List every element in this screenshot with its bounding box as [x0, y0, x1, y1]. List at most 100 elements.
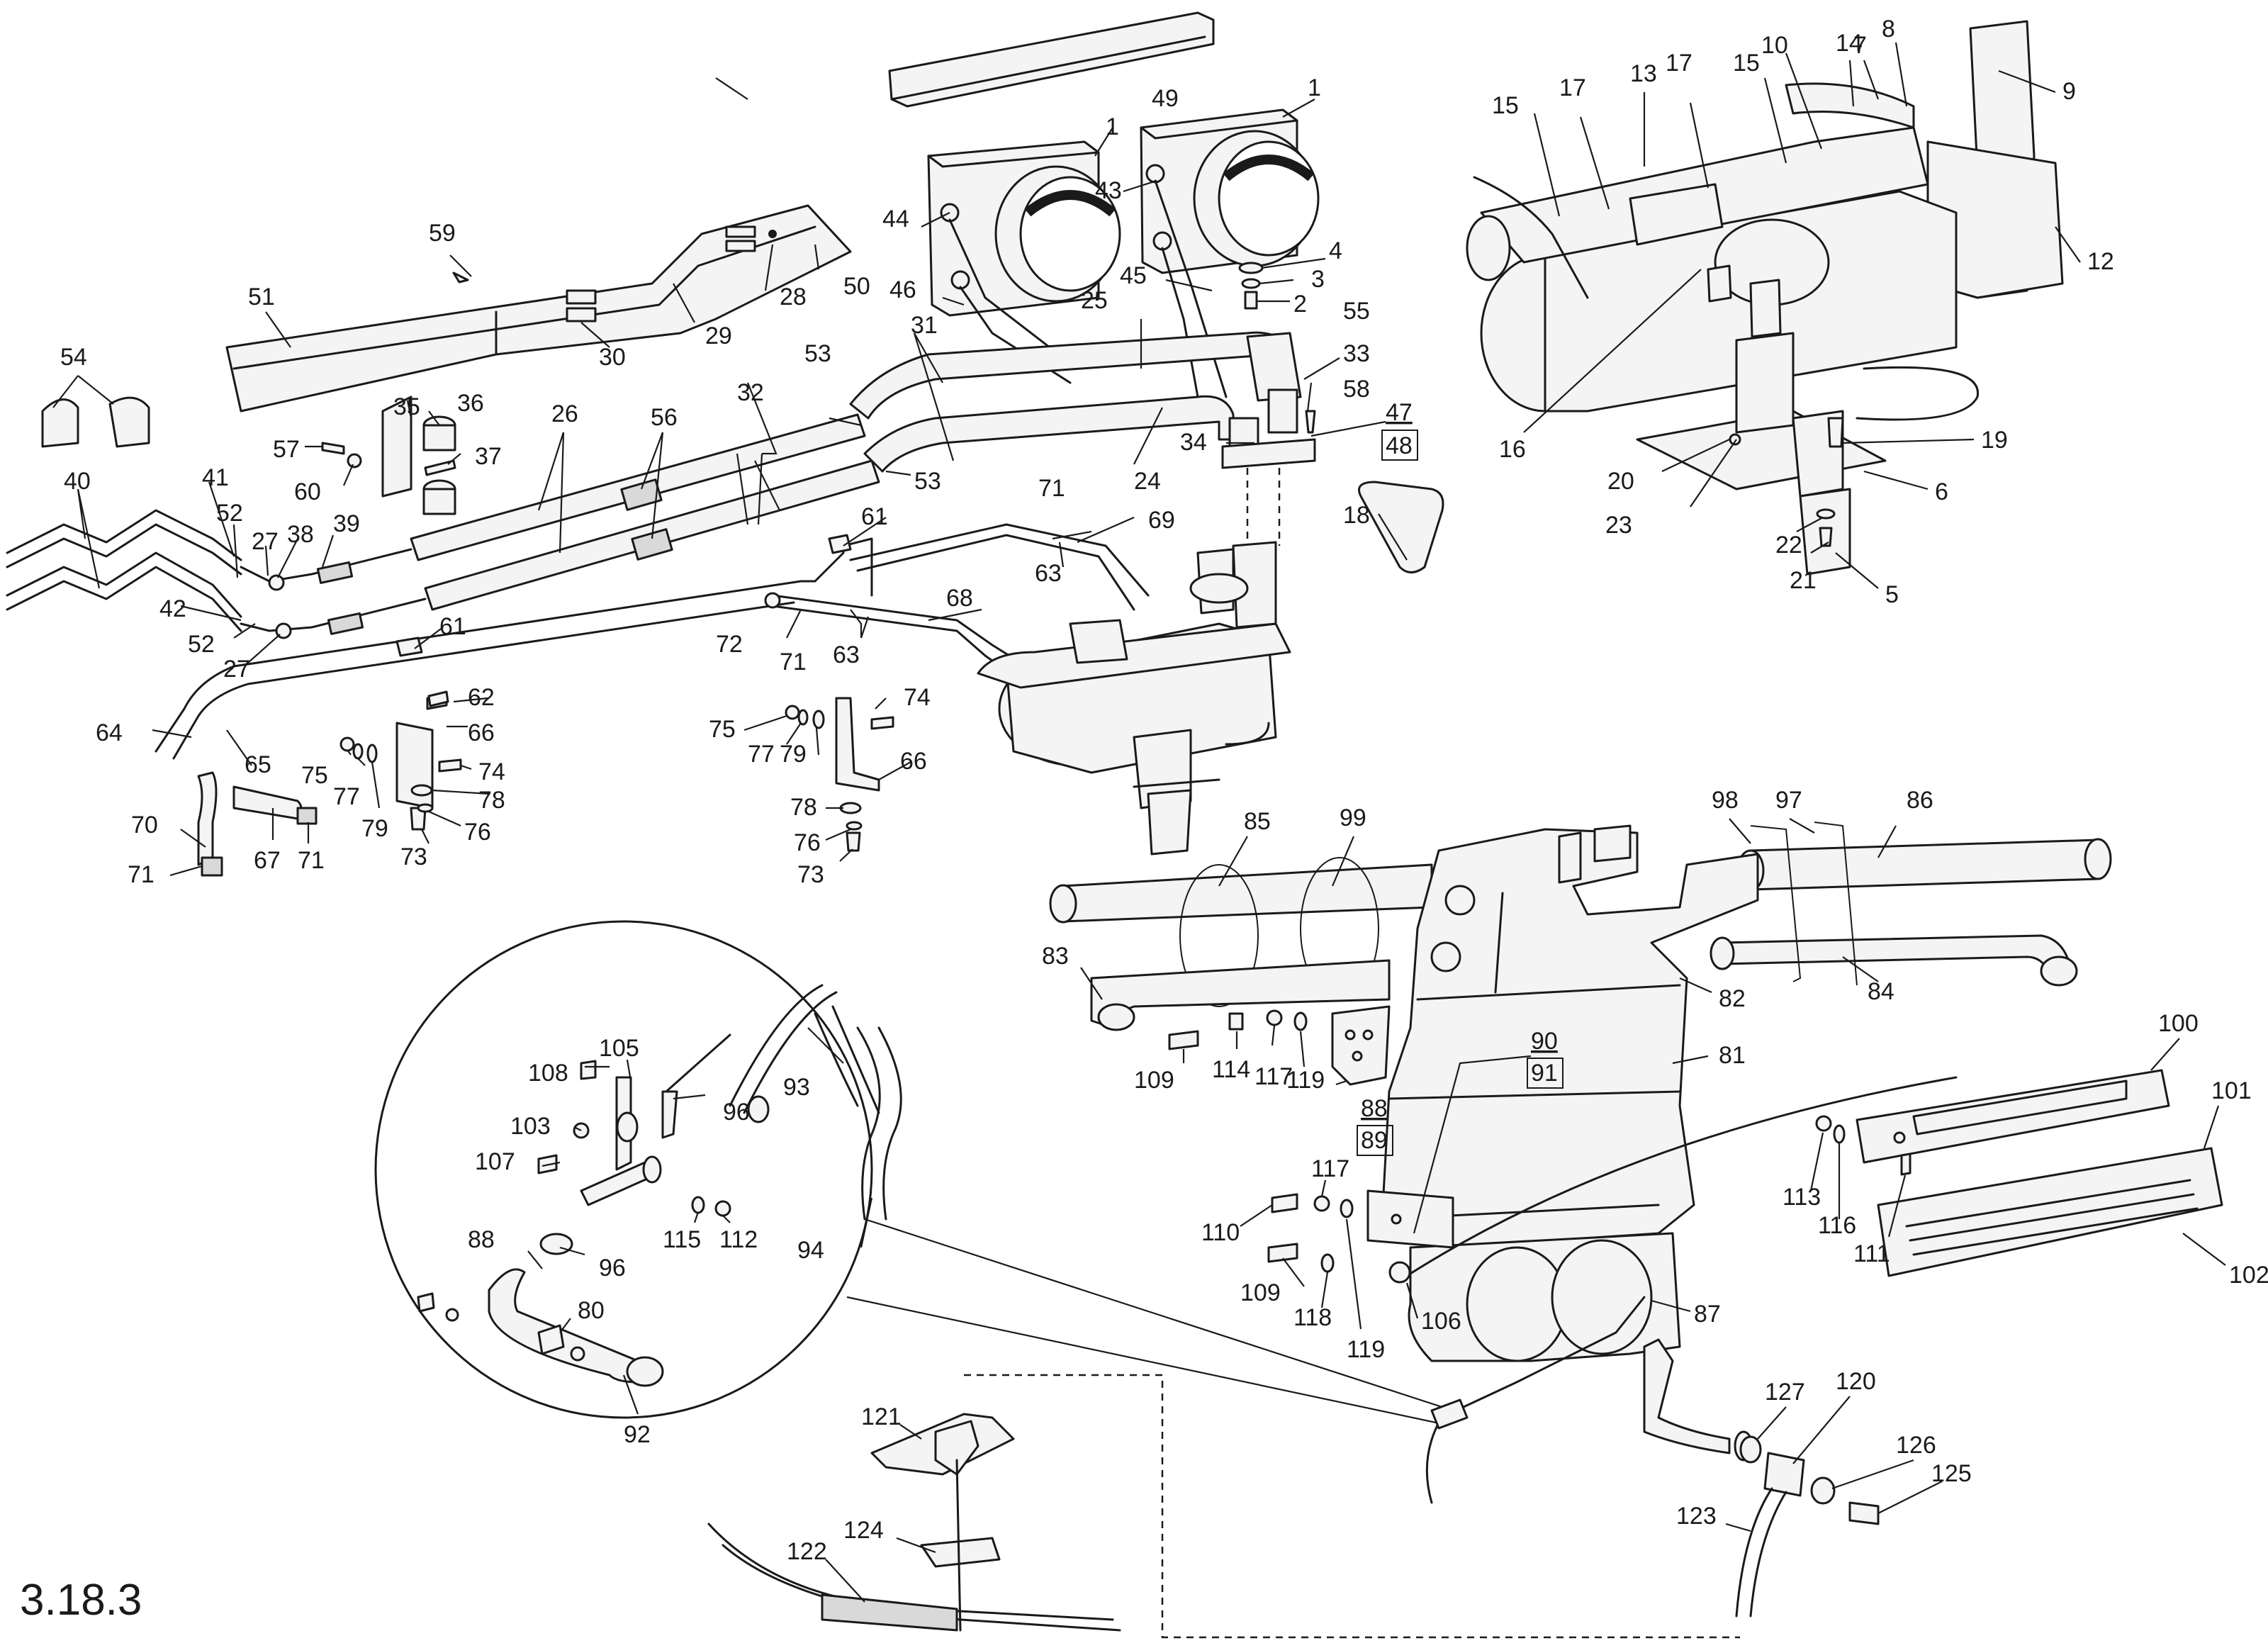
callout-7: 7 [1853, 32, 1867, 59]
callout-116: 116 [1818, 1212, 1856, 1239]
callout-71: 71 [780, 649, 807, 675]
callout-122: 122 [787, 1538, 827, 1565]
callout-48-box [1381, 430, 1418, 461]
callout-4: 4 [1329, 237, 1342, 264]
callout-88: 88 [1361, 1095, 1388, 1122]
callout-19: 19 [1981, 427, 2008, 454]
duct-assembly-right [1049, 822, 2223, 1617]
callout-51: 51 [248, 284, 275, 310]
callout-115: 115 [663, 1226, 701, 1253]
callout-91: 91 [1531, 1060, 1558, 1087]
callout-71: 71 [128, 861, 155, 888]
callout-68: 68 [946, 585, 973, 612]
callout-22: 22 [1775, 532, 1802, 559]
callout-27: 27 [252, 528, 279, 555]
callout-57: 57 [273, 436, 300, 463]
callout-97: 97 [1775, 787, 1802, 814]
callout-127: 127 [1765, 1379, 1805, 1406]
callout-49: 49 [1152, 85, 1179, 112]
callout-96: 96 [723, 1099, 750, 1126]
callout-10: 10 [1761, 32, 1788, 59]
callout-117: 117 [1311, 1155, 1349, 1182]
callout-121: 121 [861, 1403, 902, 1430]
callout-64: 64 [96, 719, 123, 746]
callout-100: 100 [2158, 1010, 2199, 1037]
callout-43: 43 [1095, 177, 1122, 204]
callout-126: 126 [1896, 1432, 1936, 1459]
callout-111: 111 [1853, 1240, 1890, 1267]
callout-45: 45 [1120, 262, 1147, 289]
callout-55: 55 [1343, 298, 1370, 325]
callout-63: 63 [1035, 560, 1062, 587]
callout-17: 17 [1666, 50, 1692, 77]
callout-62: 62 [468, 684, 495, 711]
callout-102: 102 [2229, 1262, 2268, 1289]
callout-78: 78 [790, 794, 817, 821]
callout-75: 75 [709, 716, 736, 743]
callout-109: 109 [1240, 1279, 1281, 1306]
callout-71: 71 [298, 847, 325, 874]
callout-84: 84 [1868, 978, 1894, 1005]
callout-117: 117 [1254, 1063, 1293, 1090]
callout-106: 106 [1421, 1308, 1461, 1335]
callout-120: 120 [1836, 1368, 1876, 1395]
callout-20: 20 [1607, 468, 1634, 495]
callout-75: 75 [301, 762, 328, 789]
callout-27: 27 [223, 656, 250, 683]
callout-80: 80 [578, 1297, 605, 1324]
callout-81: 81 [1719, 1042, 1746, 1069]
callout-33: 33 [1343, 340, 1370, 367]
callout-77: 77 [333, 783, 360, 810]
callout-119: 119 [1286, 1067, 1325, 1094]
callout-109: 109 [1134, 1067, 1174, 1094]
callout-15: 15 [1492, 92, 1519, 119]
figure-number: 3.18.3 [20, 1576, 142, 1625]
callout-85: 85 [1244, 808, 1271, 835]
callout-23: 23 [1605, 512, 1632, 539]
callout-74: 74 [478, 758, 505, 785]
callout-88: 88 [468, 1226, 495, 1253]
callout-63: 63 [833, 641, 860, 668]
callout-92: 92 [624, 1421, 651, 1448]
hose-runs [6, 396, 1150, 877]
callout-107: 107 [475, 1148, 515, 1175]
heater-unit-center [977, 541, 1291, 856]
heater-unit-right [1358, 20, 2064, 576]
callout-16: 16 [1499, 436, 1526, 463]
callout-96: 96 [599, 1255, 626, 1282]
callout-13: 13 [1630, 60, 1657, 87]
callout-47: 47 [1386, 399, 1413, 426]
callout-89: 89 [1361, 1127, 1388, 1154]
callout-8: 8 [1882, 16, 1895, 43]
callout-91-box [1527, 1058, 1564, 1089]
callout-112: 112 [719, 1226, 758, 1253]
callout-86: 86 [1907, 787, 1933, 814]
callout-31: 31 [911, 312, 938, 339]
callout-61: 61 [439, 613, 466, 640]
callout-114: 114 [1212, 1056, 1250, 1083]
callout-66: 66 [468, 719, 495, 746]
callout-6: 6 [1935, 478, 1948, 505]
callout-103: 103 [510, 1113, 551, 1140]
callout-29: 29 [705, 323, 732, 349]
callout-1: 1 [1106, 113, 1119, 140]
callout-125: 125 [1931, 1460, 1972, 1487]
callout-72: 72 [716, 631, 743, 658]
callout-37: 37 [475, 443, 502, 470]
callout-50: 50 [843, 273, 870, 300]
callout-40: 40 [64, 468, 91, 495]
callout-21: 21 [1790, 567, 1817, 594]
callout-44: 44 [882, 206, 909, 232]
callout-70: 70 [131, 812, 158, 839]
callout-99: 99 [1340, 804, 1366, 831]
callout-46: 46 [889, 276, 916, 303]
callout-87: 87 [1694, 1301, 1721, 1328]
callout-108: 108 [528, 1060, 568, 1087]
callout-18: 18 [1343, 502, 1370, 529]
callout-labels: 1 1 2 3 4 5 6 7 8 9 10 12 13 14 15 15 16… [20, 16, 2268, 1625]
callout-77: 77 [748, 741, 775, 768]
detail-circle [374, 920, 1740, 1639]
callout-17: 17 [1559, 74, 1586, 101]
callout-119: 119 [1347, 1336, 1385, 1363]
